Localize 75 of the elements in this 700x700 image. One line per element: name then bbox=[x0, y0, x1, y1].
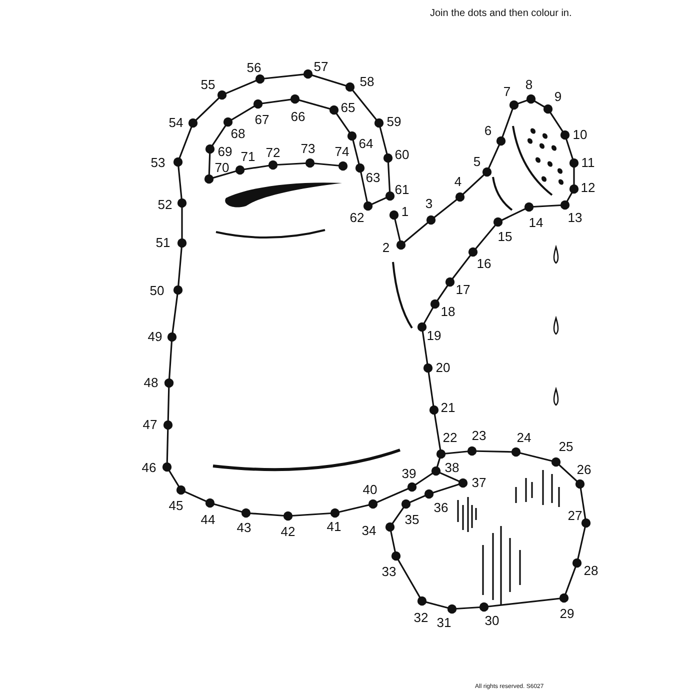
dot-number: 42 bbox=[280, 525, 296, 539]
dot-number: 52 bbox=[158, 198, 172, 212]
dot-number: 22 bbox=[442, 431, 458, 445]
dot-number: 31 bbox=[436, 616, 452, 630]
dot-number: 8 bbox=[525, 78, 533, 92]
dot-number: 32 bbox=[414, 611, 428, 625]
dot-number: 40 bbox=[362, 483, 378, 497]
dot-number: 46 bbox=[142, 461, 156, 475]
dot-number: 58 bbox=[360, 75, 374, 89]
dot-number: 35 bbox=[404, 513, 420, 527]
dot-number: 38 bbox=[444, 461, 460, 475]
dot-number: 14 bbox=[528, 216, 544, 230]
dot-number: 15 bbox=[498, 230, 512, 244]
dot-number: 3 bbox=[425, 197, 433, 211]
dot-number: 62 bbox=[350, 211, 364, 225]
dot-number: 16 bbox=[476, 257, 492, 271]
dot-number: 29 bbox=[560, 607, 574, 621]
dot-number: 49 bbox=[148, 330, 162, 344]
dot-number: 47 bbox=[142, 418, 158, 432]
dot-number: 11 bbox=[581, 156, 595, 170]
dot-number: 10 bbox=[572, 128, 588, 142]
dot-number: 63 bbox=[366, 171, 380, 185]
dot-number: 13 bbox=[568, 211, 582, 225]
dot-number: 28 bbox=[584, 564, 598, 578]
dot-number: 50 bbox=[150, 284, 164, 298]
dot-number: 25 bbox=[558, 440, 574, 454]
dot-number: 48 bbox=[144, 376, 158, 390]
dot-number: 45 bbox=[168, 499, 184, 513]
dot-number: 6 bbox=[484, 124, 492, 138]
dot-number: 19 bbox=[426, 329, 442, 343]
dot-number: 66 bbox=[290, 110, 306, 124]
dot-number: 36 bbox=[434, 501, 448, 515]
dot-number: 55 bbox=[200, 78, 216, 92]
dot-number: 60 bbox=[394, 148, 410, 162]
dot-number: 39 bbox=[402, 467, 416, 481]
dot-number: 5 bbox=[473, 155, 481, 169]
dot-number: 24 bbox=[516, 431, 532, 445]
dot-number: 72 bbox=[266, 146, 280, 160]
dot-number: 4 bbox=[454, 175, 462, 189]
dot-number: 61 bbox=[394, 183, 410, 197]
dot-number: 20 bbox=[436, 361, 450, 375]
dot-number: 2 bbox=[382, 241, 390, 255]
dot-number: 18 bbox=[440, 305, 456, 319]
dot-number: 56 bbox=[246, 61, 262, 75]
dot-number: 53 bbox=[150, 156, 166, 170]
dot-number: 33 bbox=[382, 565, 396, 579]
dot-number: 59 bbox=[386, 115, 402, 129]
dot-number: 54 bbox=[168, 116, 184, 130]
dot-number: 67 bbox=[254, 113, 270, 127]
dot-number: 34 bbox=[362, 524, 376, 538]
dot-number: 9 bbox=[554, 90, 562, 104]
dot-number: 1 bbox=[401, 205, 409, 219]
dot-number: 12 bbox=[580, 181, 596, 195]
dot-number: 21 bbox=[440, 401, 456, 415]
dot-number: 68 bbox=[230, 127, 246, 141]
dot-number: 44 bbox=[200, 513, 216, 527]
dot-number: 70 bbox=[214, 161, 230, 175]
dot-number: 74 bbox=[334, 145, 350, 159]
dot-number: 57 bbox=[314, 60, 328, 74]
dot-number: 37 bbox=[472, 476, 486, 490]
dot-number: 64 bbox=[358, 137, 374, 151]
dot-number: 71 bbox=[240, 150, 256, 164]
dot-number: 51 bbox=[156, 236, 170, 250]
dot-number: 17 bbox=[456, 283, 470, 297]
dot-number: 7 bbox=[503, 85, 511, 99]
dot-number: 73 bbox=[300, 142, 316, 156]
instruction-text: Join the dots and then colour in. bbox=[430, 8, 572, 19]
dot-number: 69 bbox=[218, 145, 232, 159]
dot-number: 27 bbox=[568, 509, 582, 523]
dot-number: 43 bbox=[236, 521, 252, 535]
dot-number: 26 bbox=[576, 463, 592, 477]
dot-number: 65 bbox=[340, 101, 356, 115]
dot-number: 30 bbox=[484, 614, 500, 628]
dot-number: 23 bbox=[472, 429, 486, 443]
dot-number: 41 bbox=[326, 520, 342, 534]
